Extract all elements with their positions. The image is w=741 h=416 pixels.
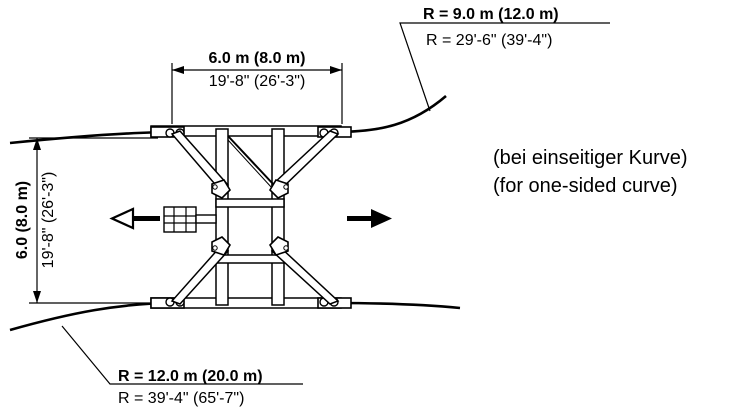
note-english: (for one-sided curve)	[493, 175, 678, 197]
length-dimension	[29, 137, 158, 304]
inner-radius-imperial: R = 39'-4" (65'-7")	[118, 390, 244, 407]
width-imperial: 19'-8" (26'-3")	[209, 73, 306, 90]
truss-frame	[150, 125, 352, 309]
width-dimension	[171, 63, 343, 124]
inner-radius-metric: R = 12.0 m (20.0 m)	[118, 368, 263, 385]
length-metric: 6.0 (8.0 m)	[14, 181, 31, 259]
outer-radius-imperial: R = 29'-6" (39'-4")	[426, 32, 552, 49]
arrow-left-icon	[109, 207, 160, 230]
outer-radius-metric: R = 9.0 m (12.0 m)	[423, 6, 559, 23]
note-german: (bei einseitiger Kurve)	[493, 147, 688, 169]
inner-radius-leader	[61, 325, 303, 385]
length-imperial: 19'-8" (26'-3")	[40, 172, 57, 269]
outer-radius-leader	[399, 22, 610, 112]
arrow-right-icon	[347, 209, 392, 228]
width-metric: 6.0 m (8.0 m)	[209, 50, 306, 67]
